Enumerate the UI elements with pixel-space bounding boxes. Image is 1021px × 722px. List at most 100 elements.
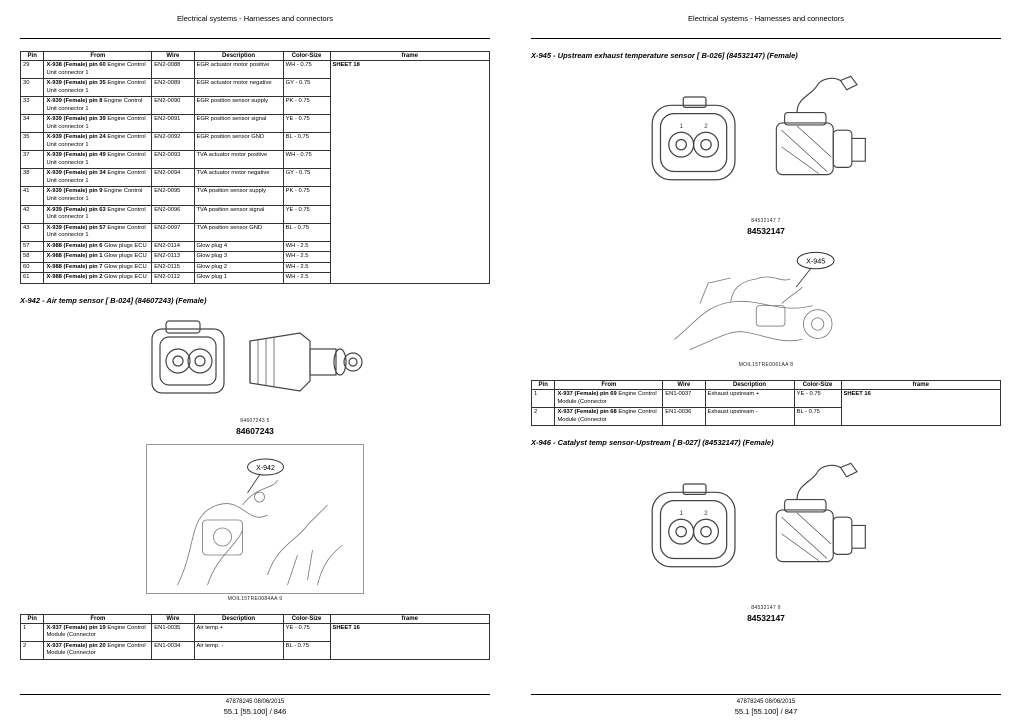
cell-color-size: PK - 0.75	[282, 96, 331, 116]
from-connector-desc: Engine Control Unit connector 1	[46, 224, 146, 239]
from-connector-ref: X-937 (Female) pin 20	[46, 642, 106, 649]
column-header: Wire	[151, 613, 195, 624]
from-connector-desc: Engine Control Unit connector 1	[46, 170, 146, 184]
cell-from: X-988 (Female) pin 7 Glow plugs ECU	[43, 261, 153, 274]
pin-label-2: 2	[704, 123, 708, 130]
cell-wire: EN2-0095	[151, 186, 195, 206]
cell-color-size: YE - 0.75	[282, 114, 331, 134]
cell-wire: EN2-0090	[151, 96, 195, 116]
cell-color-size: WH - 2.5	[282, 272, 331, 284]
page-footer: 47878245 08/06/2015 55.1 [55.100] / 846	[20, 694, 490, 716]
cell-from: X-937 (Female) pin 19 Engine Control Mod…	[43, 622, 153, 642]
column-header: Pin	[530, 380, 556, 390]
from-connector-ref: X-988 (Female) pin 6	[46, 242, 103, 249]
column-header: Wire	[151, 51, 195, 61]
cell-from: X-939 (Female) pin 39 Engine Control Uni…	[43, 114, 153, 134]
cell-pin: 1	[19, 622, 45, 642]
cell-description: Air temp.+	[193, 622, 284, 642]
air-temp-connector-drawing	[151, 320, 363, 394]
cell-description: EGR position sensor signal	[193, 114, 284, 134]
from-connector-ref: X-939 (Female) pin 39	[46, 116, 106, 123]
header-rule	[531, 38, 1001, 39]
cell-color-size: YE - 0.75	[793, 388, 842, 409]
from-connector-ref: X-937 (Female) pin 68	[557, 409, 617, 416]
figure-x945-connector-views: 1 2	[531, 66, 1001, 216]
cell-description: EGR position sensor GND	[193, 132, 284, 152]
from-connector-ref: X-988 (Female) pin 2	[46, 274, 103, 281]
figure-x946-connector-views: 1 2	[531, 453, 1001, 603]
cell-from: X-988 (Female) pin 2 Glow plugs ECU	[43, 272, 153, 284]
cell-color-size: WH - 2.5	[282, 251, 331, 263]
figure-caption-small: MOIL15TRE0061AA 8	[738, 362, 794, 368]
page-number: 55.1 [55.100] / 847	[734, 707, 798, 716]
page-footer: 47878245 08/06/2015 55.1 [55.100] / 847	[531, 694, 1001, 716]
cell-pin: 58	[19, 251, 45, 263]
cell-pin: 57	[19, 240, 45, 253]
from-connector-ref: X-939 (Female) pin 9	[46, 188, 103, 195]
from-connector-ref: X-938 (Female) pin 60	[46, 62, 106, 68]
figure-caption-small: 84607243 5	[240, 417, 270, 424]
figure-caption-small: 84532147 9	[751, 605, 781, 612]
cell-from: X-939 (Female) pin 35 Engine Control Uni…	[43, 78, 153, 98]
balloon-label-x942: X-942	[256, 465, 275, 472]
page-header-title: Electrical systems - Harnesses and conne…	[177, 14, 333, 23]
pin-label-1: 1	[679, 510, 683, 517]
cell-from: X-939 (Female) pin 49 Engine Control Uni…	[43, 150, 153, 170]
cell-color-size: BL - 0.75	[282, 222, 331, 242]
cell-from: X-937 (Female) pin 69 Engine Control Mod…	[554, 388, 664, 409]
footer-rule	[20, 694, 490, 695]
cell-description: Glow plug 1	[193, 272, 284, 284]
cell-description: EGR actuator motor negative	[193, 78, 284, 98]
cell-pin: 33	[19, 96, 45, 116]
cell-wire: EN1-0036	[662, 407, 706, 427]
pin-label-2: 2	[704, 510, 708, 517]
from-connector-ref: X-939 (Female) pin 35	[46, 80, 106, 87]
from-connector-desc: Glow plugs ECU	[102, 274, 147, 281]
column-header: Color-Size	[282, 51, 331, 61]
figure-caption-small: MOIL15TRE0084AA 9	[227, 595, 283, 602]
column-header: From	[43, 51, 153, 61]
pin-label-1: 1	[679, 123, 683, 130]
cell-wire: EN2-0097	[151, 222, 195, 242]
cell-pin: 60	[19, 261, 45, 274]
figure-caption-small: 84532147 7	[751, 218, 781, 224]
column-header: frame	[329, 51, 490, 61]
cell-description: Glow plug 3	[193, 251, 284, 263]
cell-description: EGR position sensor supply	[193, 96, 284, 116]
cell-color-size: GY - 0.75	[282, 78, 331, 98]
cell-from: X-939 (Female) pin 34 Engine Control Uni…	[43, 168, 153, 188]
from-connector-ref: X-939 (Female) pin 8	[46, 98, 103, 105]
cell-description: TVA actuator motor negative	[193, 168, 284, 188]
from-connector-desc: Engine Control Unit connector 1	[46, 62, 146, 76]
from-connector-desc: Engine Control Unit connector 1	[46, 116, 146, 130]
cell-pin: 43	[19, 222, 45, 242]
column-header: Color-Size	[282, 613, 331, 624]
cell-color-size: WH - 2.5	[282, 261, 331, 274]
column-header: frame	[329, 613, 490, 624]
from-connector-desc: Engine Control Unit connector 1	[46, 206, 146, 221]
harness-location-drawing: X-945	[673, 251, 835, 351]
cell-from: X-939 (Female) pin 9 Engine Control Unit…	[43, 186, 153, 206]
cell-description: Glow plug 4	[193, 240, 284, 253]
document-number: 47878245 08/06/2015	[736, 699, 796, 705]
cell-wire: EN1-0037	[662, 388, 706, 409]
cell-color-size: YE - 0.75	[282, 204, 331, 224]
footer-rule	[531, 694, 1001, 695]
cell-wire: EN1-0035	[151, 622, 195, 642]
from-connector-desc: Glow plugs ECU	[102, 263, 147, 270]
cell-wire: EN2-0089	[151, 78, 195, 98]
page-number: 55.1 [55.100] / 846	[223, 707, 287, 716]
cell-pin: 37	[19, 150, 45, 170]
part-number-caption: 84532147	[747, 226, 785, 236]
from-connector-desc: Engine Control Unit connector 1	[46, 98, 143, 112]
section-title-x942: X-942 - Air temp sensor [ B-024] (846072…	[20, 295, 207, 305]
column-header: frame	[840, 380, 1001, 390]
manual-page-846: Electrical systems - Harnesses and conne…	[0, 0, 510, 722]
cell-pin: 61	[19, 272, 45, 284]
cell-wire: EN2-0112	[151, 272, 195, 284]
